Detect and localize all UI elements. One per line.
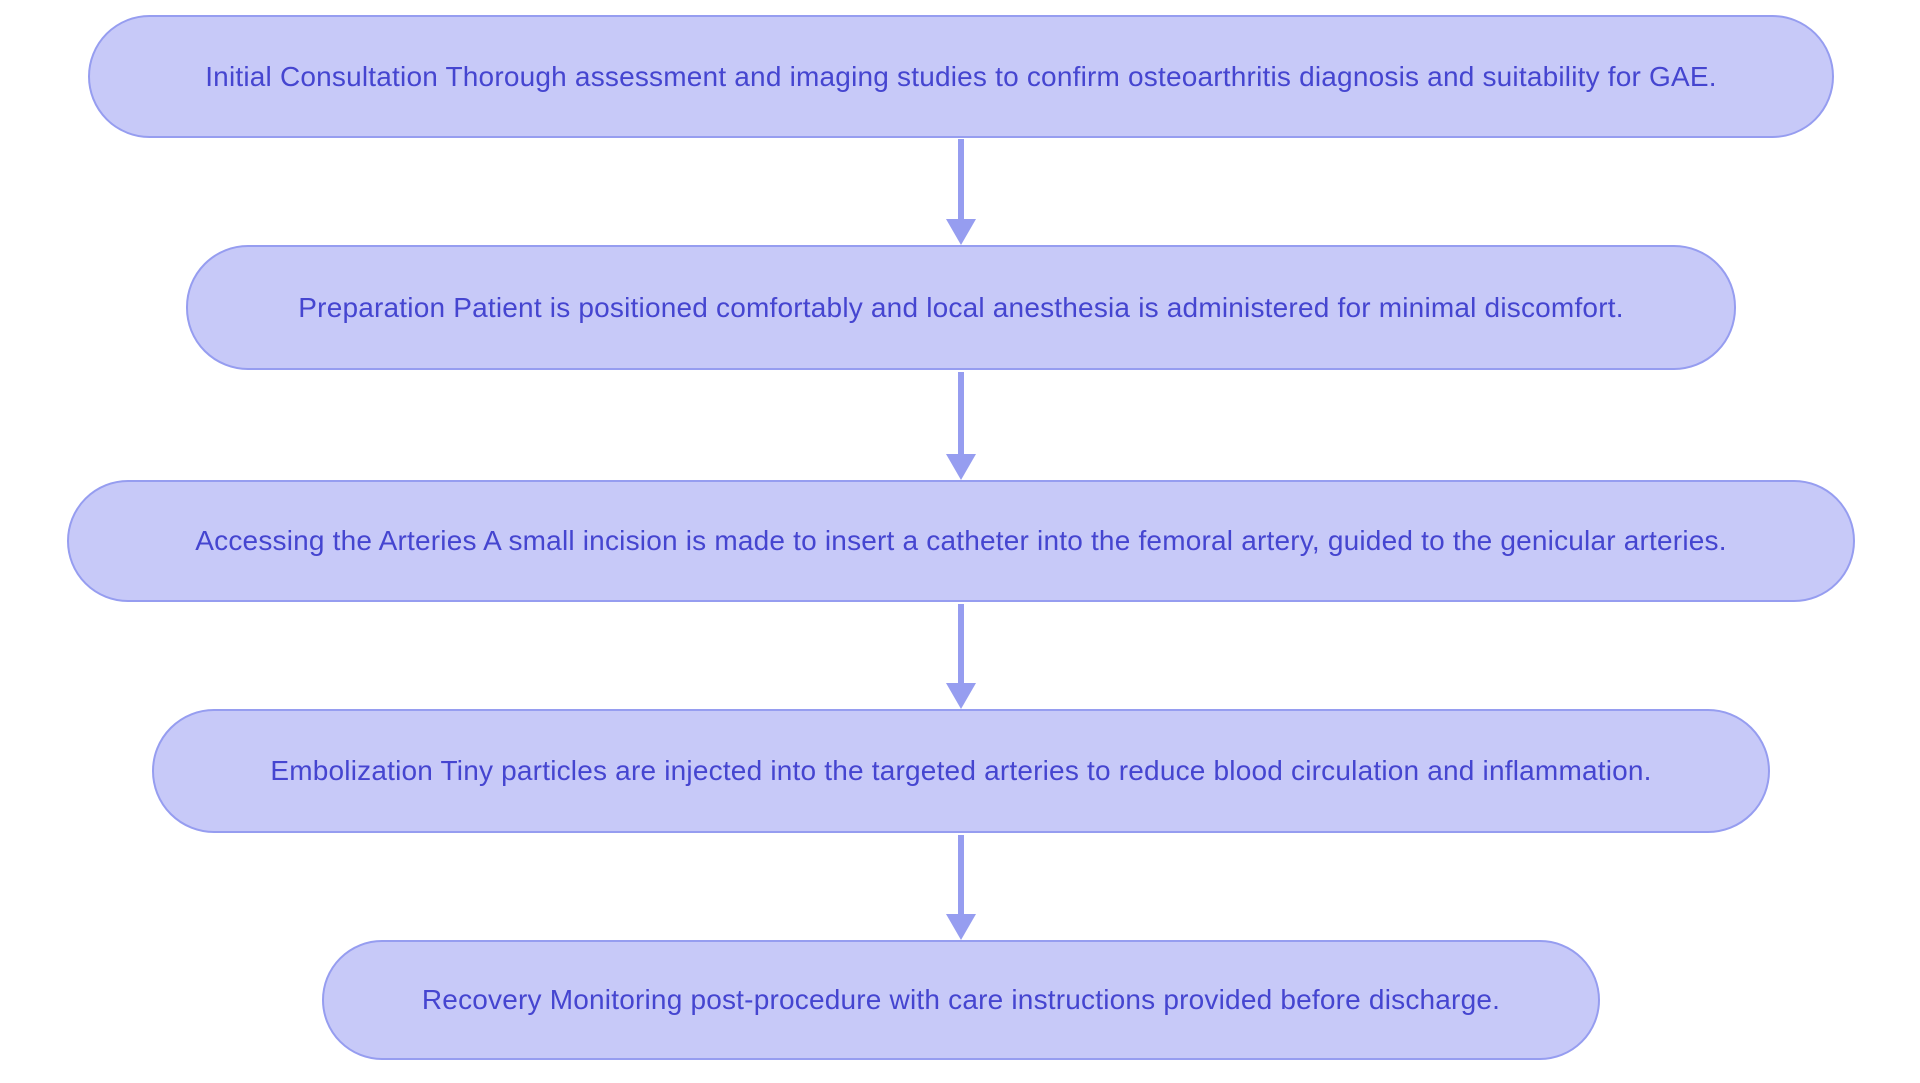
arrow-line: [958, 372, 964, 454]
arrow-line: [958, 604, 964, 683]
flow-connector: [946, 372, 976, 480]
arrow-down-icon: [946, 454, 976, 480]
arrow-down-icon: [946, 914, 976, 940]
flow-connector: [946, 604, 976, 709]
arrow-line: [958, 835, 964, 914]
flow-node-accessing-the-arteries: Accessing the Arteries A small incision …: [67, 480, 1855, 602]
arrow-down-icon: [946, 683, 976, 709]
flow-node-preparation: Preparation Patient is positioned comfor…: [186, 245, 1736, 370]
flow-connector: [946, 835, 976, 940]
flow-node-label: Embolization Tiny particles are injected…: [270, 755, 1652, 786]
flow-node-label: Recovery Monitoring post-procedure with …: [421, 984, 1501, 1015]
flow-node-label: Initial Consultation Thorough assessment…: [205, 60, 1717, 92]
flow-node-recovery: Recovery Monitoring post-procedure with …: [322, 940, 1600, 1060]
flow-node-initial-consultation: Initial Consultation Thorough assessment…: [88, 15, 1834, 138]
arrow-down-icon: [946, 219, 976, 245]
flow-node-embolization: Embolization Tiny particles are injected…: [152, 709, 1770, 833]
flow-node-label: Accessing the Arteries A small incision …: [195, 525, 1727, 556]
flow-node-label: Preparation Patient is positioned comfor…: [298, 291, 1624, 323]
flow-connector: [946, 139, 976, 245]
arrow-line: [958, 139, 964, 219]
